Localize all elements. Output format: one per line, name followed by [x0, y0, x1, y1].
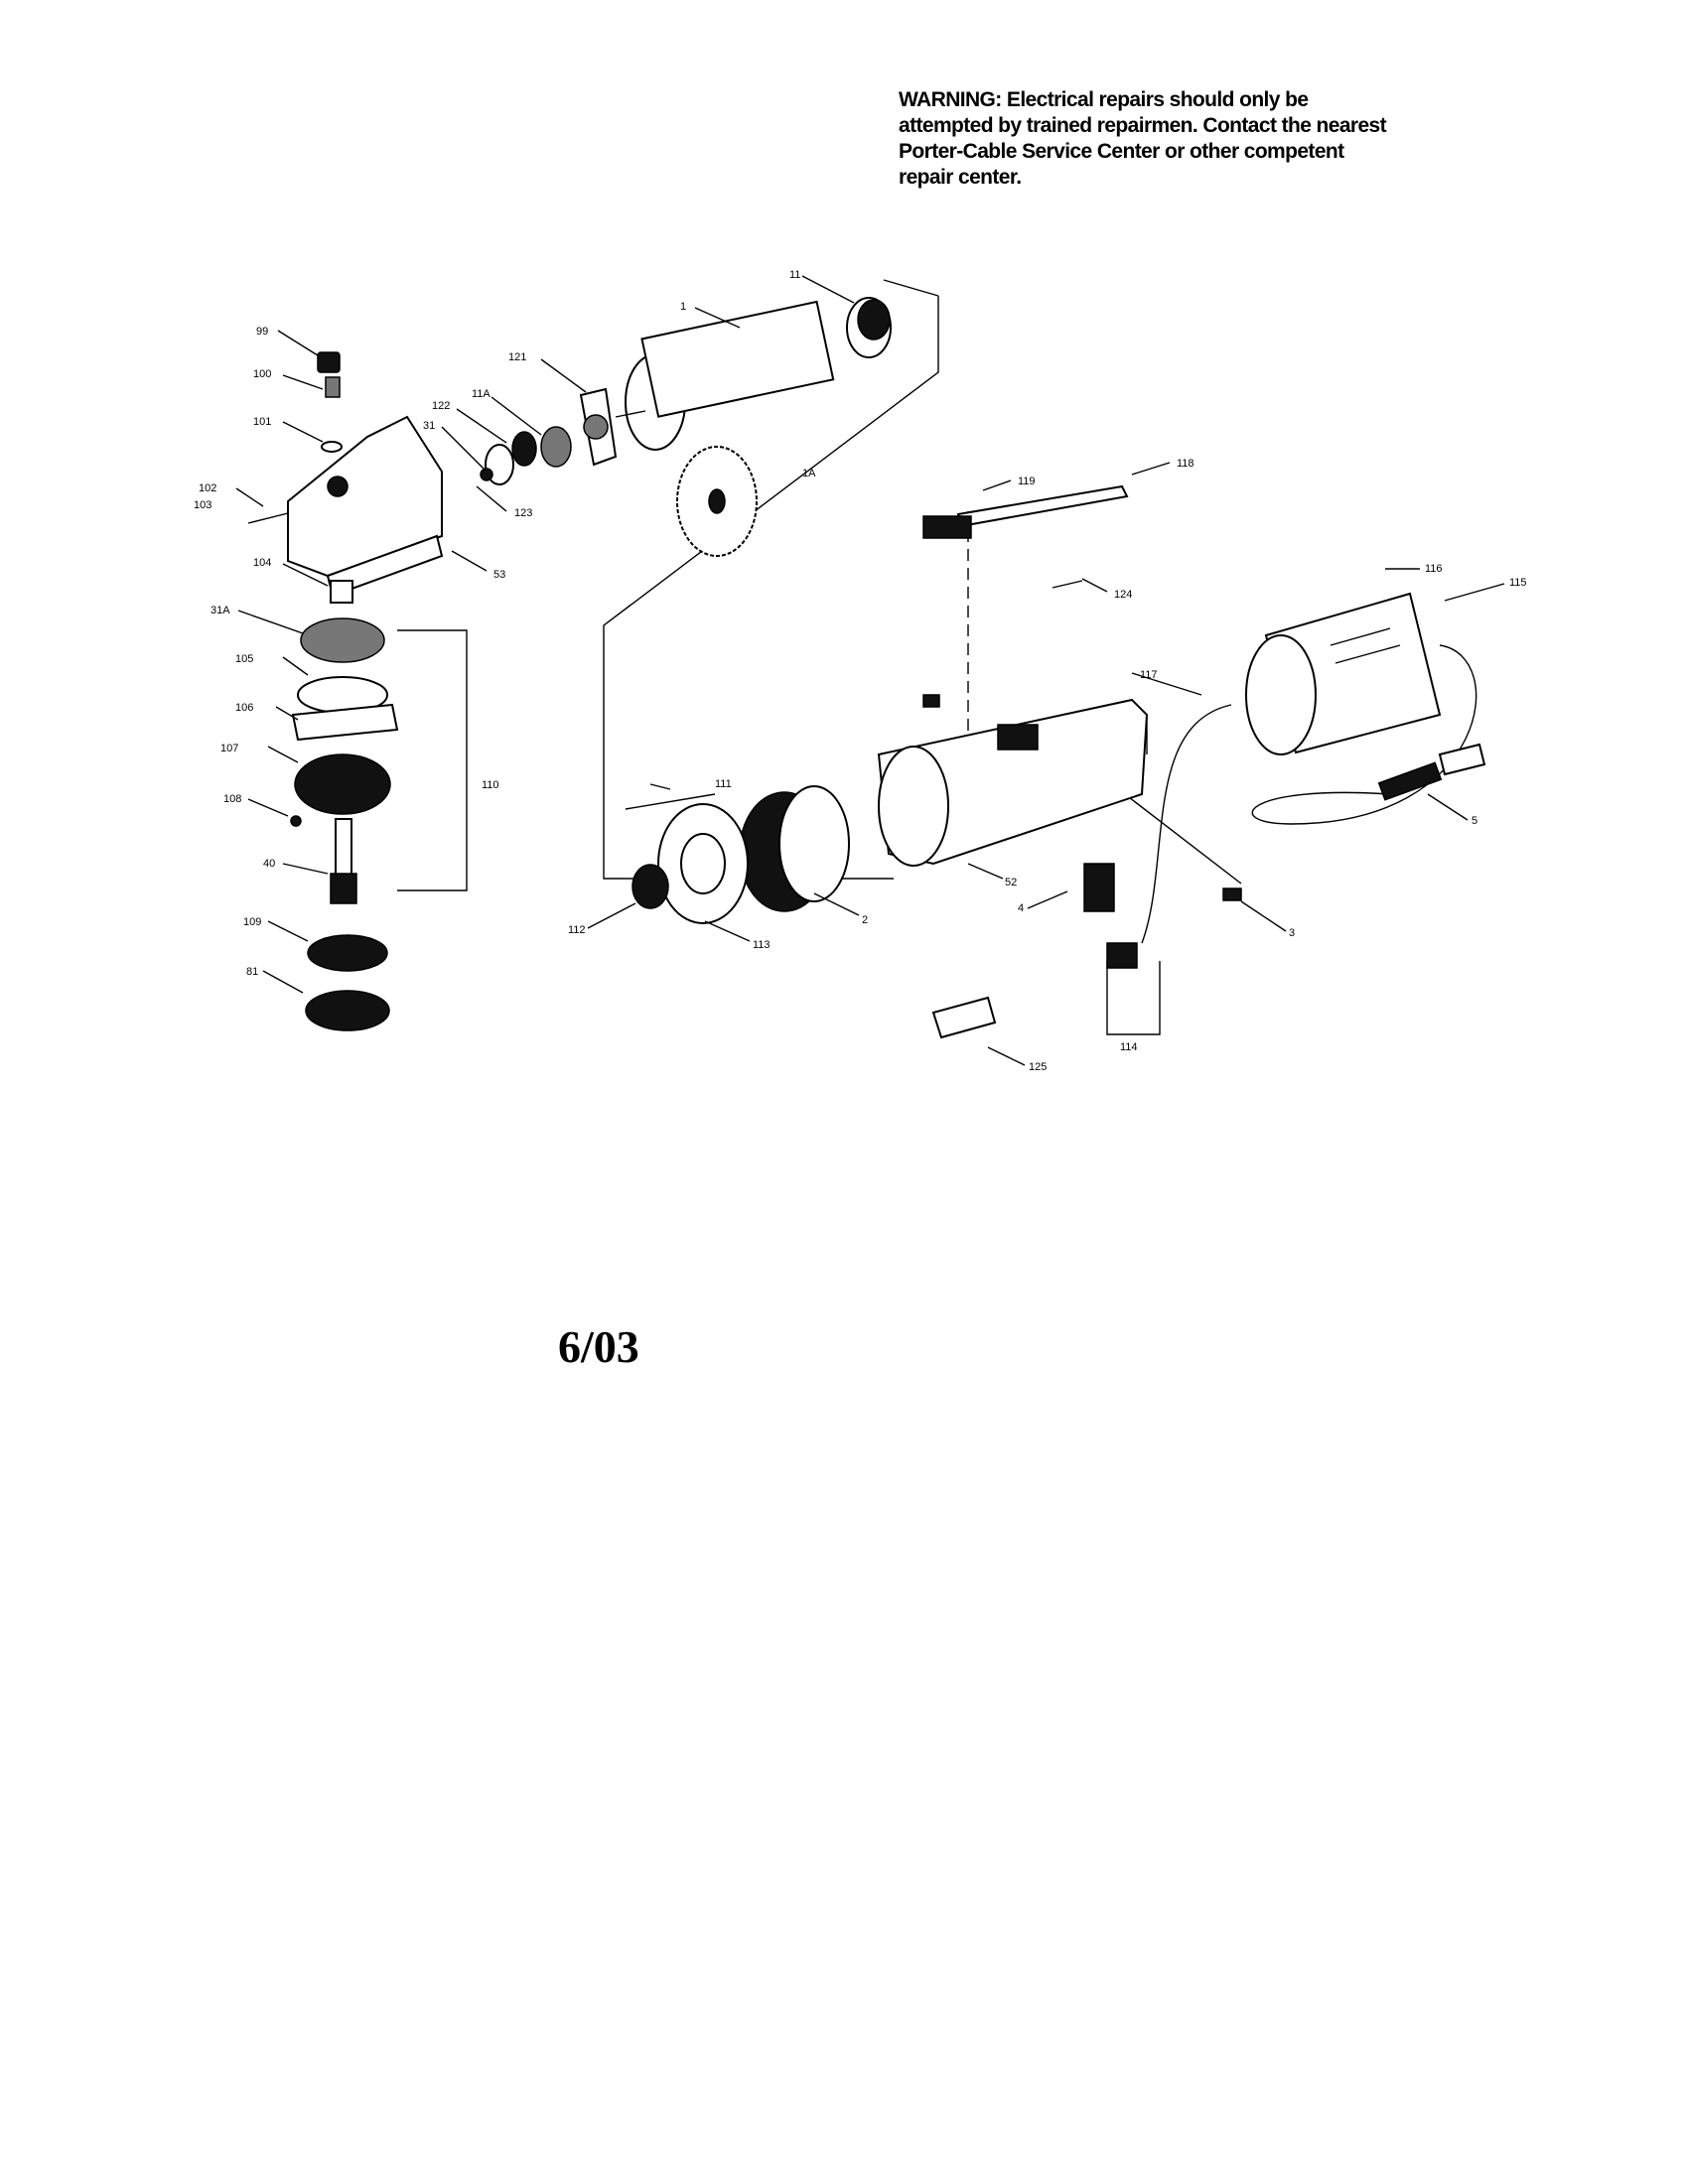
part-label-115: 115 — [1509, 577, 1527, 589]
grease-tube-part — [931, 996, 997, 1039]
field-part — [739, 785, 850, 912]
part-label-4: 4 — [1018, 902, 1024, 914]
part-label-121: 121 — [508, 351, 526, 363]
part-label-101: 101 — [253, 416, 271, 428]
part-label-2: 2 — [862, 914, 868, 926]
brush-part — [922, 694, 1242, 901]
leader-lines — [235, 275, 1505, 1066]
part-label-81: 81 — [246, 966, 258, 978]
part-label-107: 107 — [220, 743, 238, 754]
warning-line-3: Porter-Cable Service Center or other com… — [899, 140, 1344, 163]
part-label-31: 31 — [423, 420, 435, 432]
gear-case-part — [247, 351, 444, 598]
part-label-125: 125 — [1029, 1061, 1047, 1073]
part-label-102: 102 — [199, 482, 216, 494]
cord-part — [1141, 644, 1486, 944]
part-label-11: 11 — [789, 269, 800, 281]
spindle-stack-part — [290, 580, 399, 1031]
part-label-119: 119 — [1018, 476, 1036, 487]
part-label-1: 1 — [680, 301, 686, 313]
part-label-109: 109 — [243, 916, 261, 928]
warning-line-2: attempted by trained repairmen. Contact … — [899, 114, 1387, 137]
part-label-53: 53 — [493, 569, 505, 581]
armature-part — [615, 297, 892, 451]
baffle-part — [657, 803, 749, 924]
bearing-plate-part — [579, 387, 618, 467]
screw-part — [625, 793, 716, 810]
part-number-labels: 11 1 1A 121 11A 122 31 123 99 100 101 10… — [194, 269, 1527, 1073]
part-label-31a: 31A — [210, 605, 230, 616]
part-label-104: 104 — [253, 557, 271, 569]
part-label-116: 116 — [1425, 563, 1443, 575]
rear-bearing-part — [632, 864, 669, 909]
part-label-11a: 11A — [472, 388, 491, 400]
part-label-113: 113 — [753, 939, 771, 951]
part-label-122: 122 — [432, 400, 450, 412]
part-label-118: 118 — [1177, 458, 1194, 470]
part-label-124: 124 — [1114, 589, 1132, 601]
bearing-part — [480, 426, 572, 485]
warning-notice: WARNING: Electrical repairs should only … — [899, 87, 1514, 191]
part-label-99: 99 — [256, 326, 268, 338]
part-label-105: 105 — [235, 653, 253, 665]
motor-housing-part — [877, 698, 1149, 867]
gear-part — [676, 446, 758, 557]
warning-line-4: repair center. — [899, 166, 1022, 189]
part-label-40: 40 — [263, 858, 275, 870]
gear-group-bracket — [397, 629, 468, 891]
part-label-52: 52 — [1005, 877, 1017, 888]
part-label-5: 5 — [1472, 815, 1477, 827]
revision-date: 6/03 — [558, 1321, 639, 1372]
part-label-110: 110 — [482, 779, 499, 791]
part-label-123: 123 — [514, 507, 532, 519]
part-label-100: 100 — [253, 368, 271, 380]
part-label-3: 3 — [1289, 927, 1295, 939]
handle-part — [1245, 592, 1442, 755]
frame-edge — [883, 279, 939, 297]
part-label-106: 106 — [235, 702, 253, 714]
part-label-114: 114 — [1120, 1041, 1138, 1053]
part-label-108: 108 — [223, 793, 241, 805]
part-label-103: 103 — [194, 499, 211, 511]
part-label-111: 111 — [715, 778, 732, 790]
part-label-1a: 1A — [802, 468, 816, 479]
warning-line-1: WARNING: Electrical repairs should only … — [899, 88, 1309, 111]
part-label-117: 117 — [1140, 669, 1158, 681]
switch-group-bracket — [1106, 961, 1161, 1035]
part-label-112: 112 — [568, 924, 586, 936]
switch-lever-part — [922, 484, 1129, 589]
switch-part — [1083, 863, 1138, 969]
